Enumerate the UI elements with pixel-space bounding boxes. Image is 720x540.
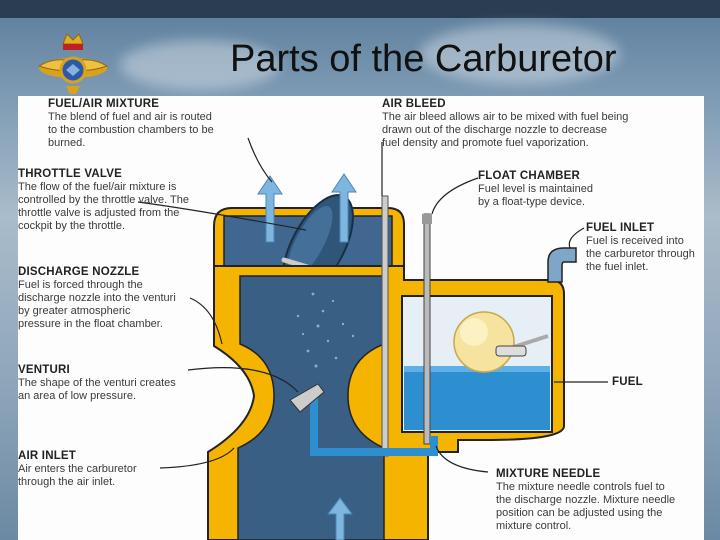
label-text: Fuel is received into <box>586 235 684 247</box>
label-text: drawn out of the discharge nozzle to dec… <box>382 124 608 136</box>
label-text: the carburetor through <box>586 248 695 260</box>
label-text: through the air inlet. <box>18 476 116 488</box>
fuel-inlet-pipe <box>547 247 577 283</box>
label-text: burned. <box>48 137 86 149</box>
label-heading: THROTTLE VALVE <box>18 168 122 180</box>
label-text: pressure in the float chamber. <box>18 318 163 330</box>
label-text: Air enters the carburetor <box>18 463 137 475</box>
label-text: by greater atmospheric <box>18 305 131 317</box>
label-float-chamber: FLOAT CHAMBER Fuel level is maintained b… <box>478 170 593 209</box>
air-bleed-tube <box>381 195 389 457</box>
label-heading: VENTURI <box>18 364 70 376</box>
label-text: The shape of the venturi creates <box>18 377 176 389</box>
fuel-passage <box>310 398 438 456</box>
label-text: fuel density and promote fuel vaporizati… <box>382 137 589 149</box>
float <box>453 311 515 373</box>
label-throttle-valve: THROTTLE VALVE The flow of the fuel/air … <box>18 168 189 233</box>
label-discharge-nozzle: DISCHARGE NOZZLE Fuel is forced through … <box>18 266 176 331</box>
label-text: position can be adjusted using the <box>496 507 663 519</box>
label-text: the discharge nozzle. Mixture needle <box>496 494 676 506</box>
label-heading: FUEL/AIR MIXTURE <box>48 98 160 110</box>
label-fuel-air-mixture: FUEL/AIR MIXTURE The blend of fuel and a… <box>48 98 214 150</box>
label-text: an area of low pressure. <box>18 390 137 402</box>
label-heading: FUEL INLET <box>586 222 655 234</box>
label-text: Fuel level is maintained <box>478 183 593 195</box>
label-heading: AIR BLEED <box>382 98 446 110</box>
label-text: mixture control. <box>496 520 572 532</box>
label-text: the fuel inlet. <box>586 261 649 273</box>
label-text: The flow of the fuel/air mixture is <box>18 181 177 193</box>
label-heading: MIXTURE NEEDLE <box>496 468 601 480</box>
carburetor-diagram <box>137 137 608 540</box>
leader-lines <box>137 137 608 473</box>
airflow-arrows <box>257 173 357 540</box>
label-heading: AIR INLET <box>18 450 77 462</box>
mixture-needle <box>423 213 431 445</box>
discharge-nozzle <box>289 383 325 413</box>
background-cloud <box>120 40 280 90</box>
label-text: The blend of fuel and air is routed <box>48 111 212 123</box>
carburetor-diagram-panel: FUEL/AIR MIXTURE The blend of fuel and a… <box>18 96 704 540</box>
label-text: to the combustion chambers to be <box>48 124 214 136</box>
label-heading: FUEL <box>612 376 643 388</box>
top-bar <box>0 0 720 18</box>
label-air-bleed: AIR BLEED The air bleed allows air to be… <box>382 98 628 150</box>
air-force-crest-icon <box>37 33 109 94</box>
fuel-spray <box>296 292 355 368</box>
label-air-inlet: AIR INLET Air enters the carburetor thro… <box>18 450 137 489</box>
label-text: The air bleed allows air to be mixed wit… <box>382 111 629 123</box>
label-text: by a float-type device. <box>478 196 586 208</box>
label-mixture-needle: MIXTURE NEEDLE The mixture needle contro… <box>496 468 675 533</box>
label-venturi: VENTURI The shape of the venturi creates… <box>18 364 176 403</box>
label-text: controlled by the throttle valve. The <box>18 194 190 206</box>
label-text: discharge nozzle into the venturi <box>18 292 176 304</box>
label-text: The mixture needle controls fuel to <box>496 481 665 493</box>
label-text: throttle valve is adjusted from the <box>18 207 180 219</box>
label-fuel-inlet: FUEL INLET Fuel is received into the car… <box>586 222 695 274</box>
background-cloud <box>420 24 620 84</box>
label-text: Fuel is forced through the <box>18 279 143 291</box>
label-text: cockpit by the throttle. <box>18 220 125 232</box>
slide-title: Parts of the Carburetor <box>230 38 617 80</box>
label-heading: FLOAT CHAMBER <box>478 170 581 182</box>
label-heading: DISCHARGE NOZZLE <box>18 266 140 278</box>
label-fuel: FUEL <box>612 376 643 389</box>
